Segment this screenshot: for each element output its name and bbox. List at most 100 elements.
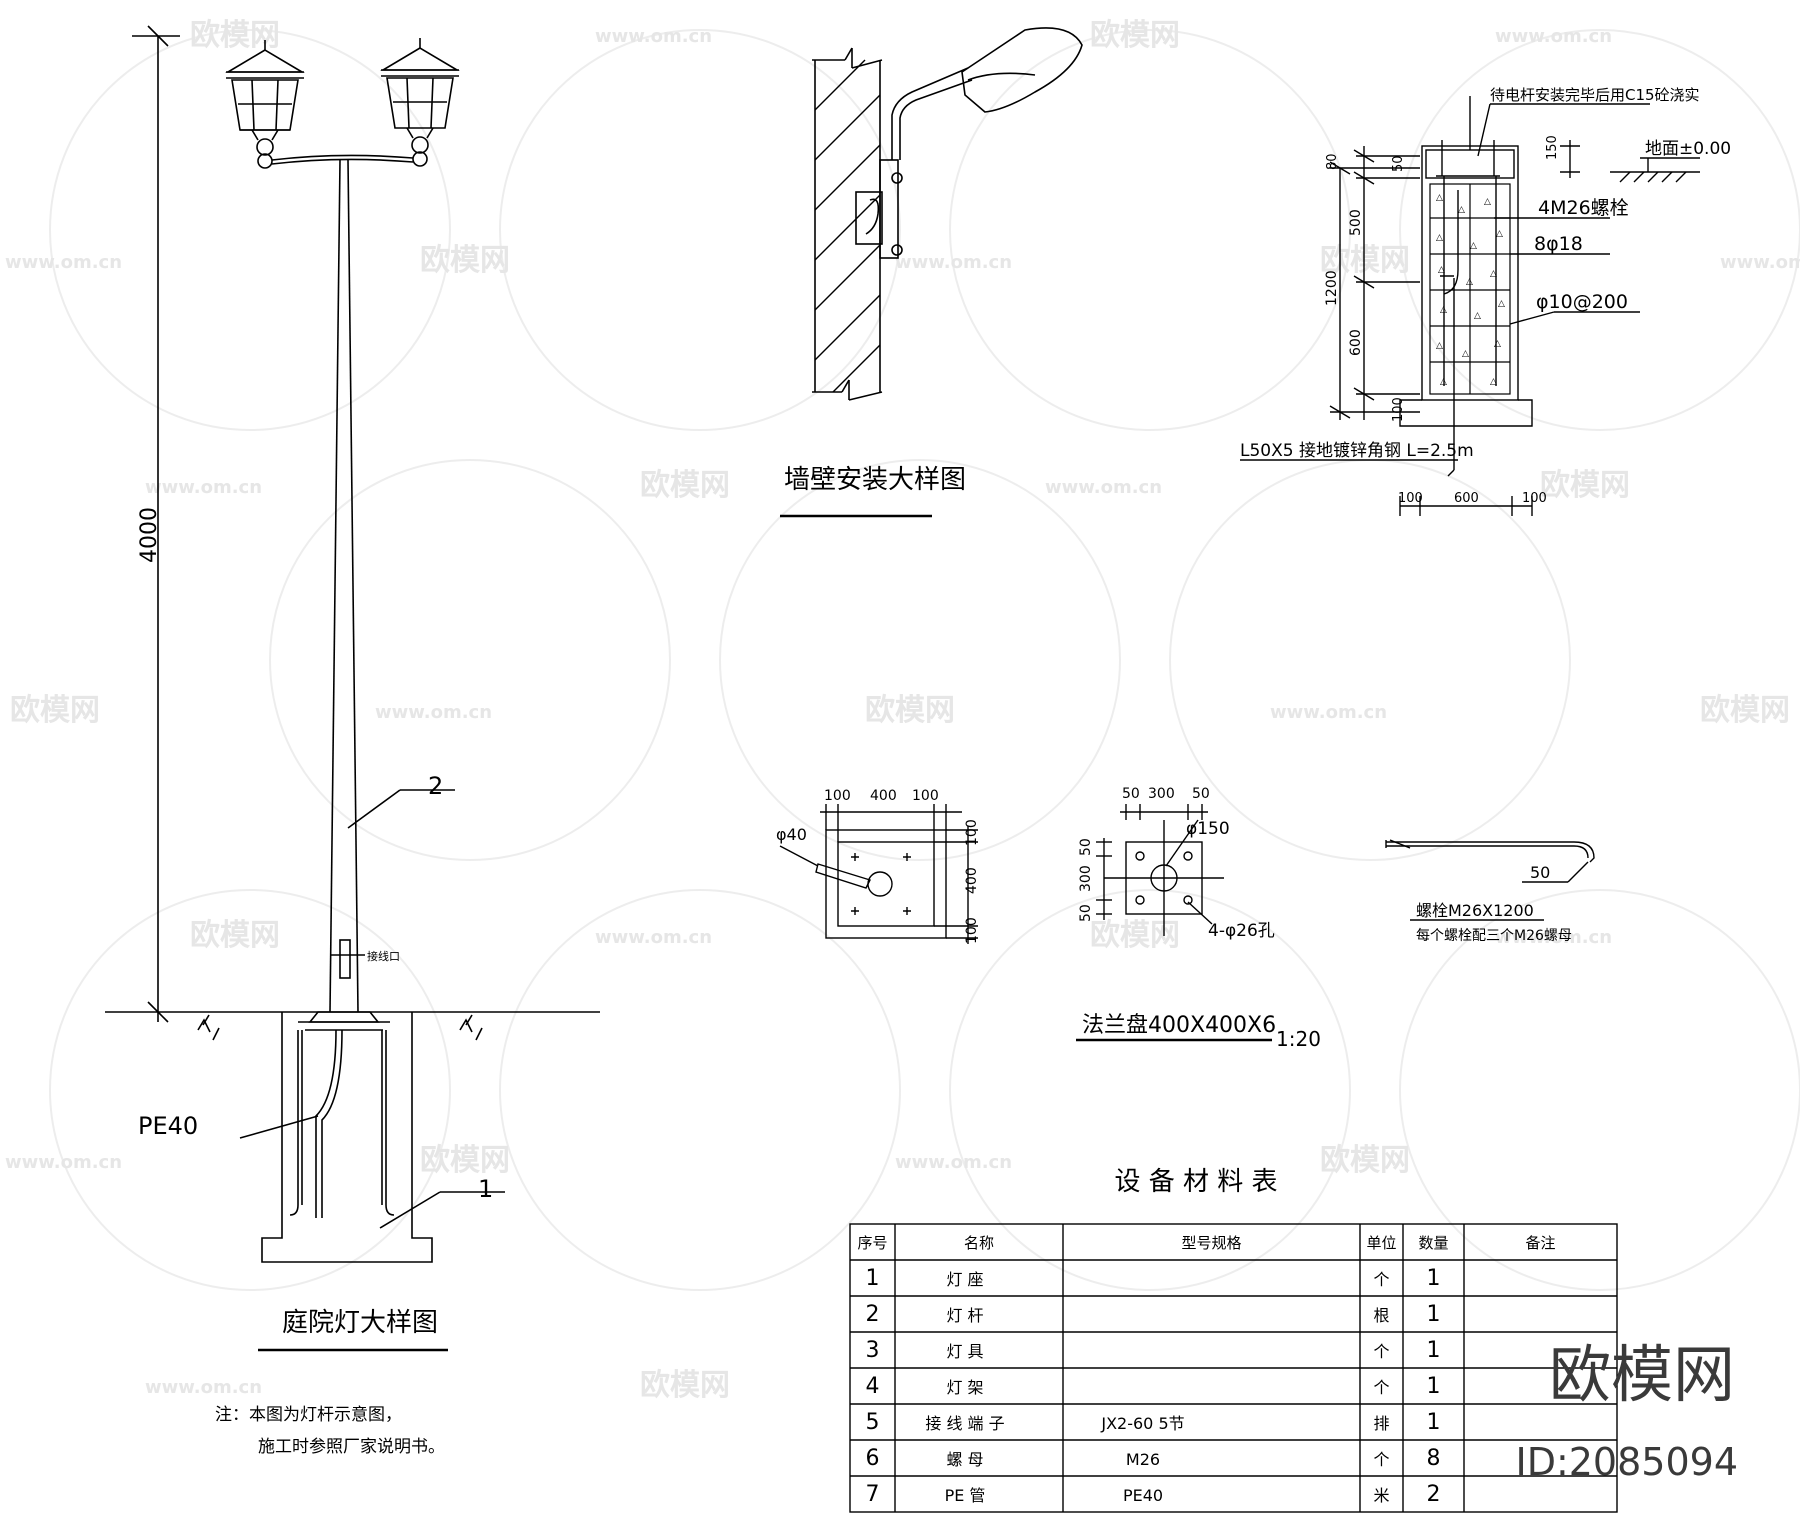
callout-pole-number: 2	[428, 772, 443, 800]
table-cell: 灯 杆	[946, 1306, 983, 1325]
table-cell: JX2-60 5节	[1100, 1414, 1184, 1433]
table-cell: 排	[1373, 1414, 1389, 1433]
flange-holes-label: 4-φ26孔	[1208, 921, 1275, 941]
dim-100: 100	[1391, 397, 1406, 422]
dim-500: 500	[1348, 209, 1364, 236]
flange-title: 法兰盘400X400X6	[1082, 1013, 1276, 1038]
flange-dim-left-mid: 300	[1078, 865, 1094, 892]
brand-logo-text: 欧模网	[1549, 1338, 1735, 1411]
garden-lamp-detail	[105, 25, 600, 1352]
watermark-brand: 欧模网	[1090, 918, 1180, 953]
table-cell: 螺 母	[946, 1450, 983, 1469]
watermark-brand: 欧模网	[190, 18, 280, 53]
watermark-site: www.om.cn	[595, 26, 712, 47]
dim-bottom-left: 100	[1398, 491, 1423, 506]
bolt-text: 50 螺栓M26X1200 每个螺栓配三个M26螺母	[1416, 863, 1572, 944]
watermark-site: www.om.cn	[375, 702, 492, 723]
table-cell: M26	[1126, 1450, 1160, 1469]
table-cell: 个	[1373, 1378, 1389, 1397]
watermark-site: www.om.cn	[895, 1152, 1012, 1173]
table-cell: PE 管	[945, 1486, 986, 1505]
dim-50: 50	[1391, 155, 1406, 172]
svg-text:△: △	[1462, 349, 1469, 359]
table-cell: 6	[866, 1446, 880, 1471]
watermark-brand: 欧模网	[1320, 1143, 1410, 1178]
flange-dim-left-top: 50	[1078, 838, 1094, 856]
table-cell: 2	[866, 1302, 880, 1327]
watermark-layer	[49, 29, 1800, 1291]
watermark-text-layer: 欧模网 欧模网 欧模网 欧模网 欧模网 欧模网 欧模网 欧模网 欧模网 欧模网 …	[10, 18, 1790, 1403]
table-header-cell: 型号规格	[1181, 1234, 1241, 1252]
table-cell: 1	[1427, 1374, 1441, 1399]
anchor-bolt-label: 4M26螺栓	[1538, 197, 1629, 219]
junction-label: 接线口	[367, 949, 400, 963]
table-cell: 1	[1427, 1338, 1441, 1363]
bolt-hook-dim: 50	[1530, 863, 1550, 882]
svg-text:△: △	[1490, 377, 1497, 387]
flange-dim-top-mid: 300	[1148, 786, 1175, 802]
flange-dim-top-right: 50	[1192, 786, 1210, 802]
watermark-brand: 欧模网	[1320, 243, 1410, 278]
watermark-site: www.om.cn	[895, 252, 1012, 273]
watermark-site-layer: www.om.cn www.om.cn www.om.cn www.om.cn …	[5, 26, 1800, 1398]
dim-cap-150: 150	[1545, 135, 1560, 160]
watermark-brand: 欧模网	[420, 243, 510, 278]
dim-bottom-mid: 600	[1454, 491, 1479, 506]
table-cell: 4	[866, 1374, 880, 1399]
foundation-hatch: △△△ △△△ △△△ △△△ △△△ △△	[1436, 193, 1505, 387]
wall-mount-title: 墙壁安装大样图	[784, 465, 966, 495]
watermark-site: www.om.cn	[1720, 252, 1800, 273]
svg-text:△: △	[1436, 233, 1443, 243]
note-line-2: 施工时参照厂家说明书。	[258, 1437, 445, 1457]
plate-dim-right-mid: 400	[964, 867, 980, 894]
table-cell: 7	[866, 1482, 880, 1507]
lamp-height-dimension: 4000	[137, 507, 162, 563]
table-cell: 1	[1427, 1410, 1441, 1435]
watermark-site: www.om.cn	[1270, 702, 1387, 723]
table-header-cell: 备注	[1525, 1234, 1555, 1252]
base-plate-text: 100 400 100 100 400 100 φ40	[776, 788, 980, 944]
flange-center-hole-label: φ150	[1186, 819, 1230, 839]
plate-dim-top-left: 100	[824, 788, 851, 804]
dim-bottom-right: 100	[1522, 491, 1547, 506]
svg-text:△: △	[1438, 265, 1445, 275]
watermark-brand: 欧模网	[10, 693, 100, 728]
watermark-brand: 欧模网	[420, 1143, 510, 1178]
ground-steel-label: L50X5 接地镀锌角钢 L=2.5m	[1240, 441, 1474, 461]
watermark-site: www.om.cn	[5, 252, 122, 273]
svg-text:△: △	[1458, 205, 1465, 215]
watermark-brand: 欧模网	[865, 693, 955, 728]
watermark-brand: 欧模网	[1090, 18, 1180, 53]
svg-text:△: △	[1490, 269, 1497, 279]
table-cell: 2	[1427, 1482, 1441, 1507]
svg-text:△: △	[1498, 299, 1505, 309]
table-cell: 灯 座	[946, 1270, 983, 1289]
flange-dim-left-bottom: 50	[1078, 904, 1094, 922]
table-cell: 灯 具	[946, 1342, 983, 1361]
watermark-brand: 欧模网	[1700, 693, 1790, 728]
watermark-site: www.om.cn	[1495, 26, 1612, 47]
table-header-cell: 数量	[1418, 1234, 1448, 1252]
watermark-site: www.om.cn	[595, 927, 712, 948]
table-cell: PE40	[1123, 1486, 1163, 1505]
table-header-cell: 序号	[857, 1234, 887, 1252]
garden-lamp-title: 庭院灯大样图	[282, 1308, 438, 1338]
watermark-brand: 欧模网	[640, 468, 730, 503]
svg-text:△: △	[1440, 377, 1447, 387]
watermark-site: www.om.cn	[1045, 477, 1162, 498]
plate-dim-top-mid: 400	[870, 788, 897, 804]
foundation-section	[1240, 96, 1700, 516]
watermark-brand: 欧模网	[190, 918, 280, 953]
flange-text: 50 300 50 50 300 50 φ150 4-φ26孔 法兰盘400X4…	[1078, 786, 1321, 1051]
table-header-cell: 名称	[964, 1234, 994, 1252]
table-cell: 3	[866, 1338, 880, 1363]
table-cell: 个	[1373, 1342, 1389, 1361]
foundation-text: 待电杆安装完毕后用C15砼浇实 地面±0.00 4M26螺栓 8φ18 φ10@…	[1240, 86, 1731, 506]
svg-text:△: △	[1466, 277, 1473, 287]
table-cell: 1	[1427, 1266, 1441, 1291]
watermark-site: www.om.cn	[145, 1377, 262, 1398]
garden-lamp-text: 4000 2 1 接线口 PE40 庭院灯大样图 注：本图为灯杆示意图， 施工时…	[137, 507, 493, 1457]
table-cell: 灯 架	[946, 1378, 983, 1397]
